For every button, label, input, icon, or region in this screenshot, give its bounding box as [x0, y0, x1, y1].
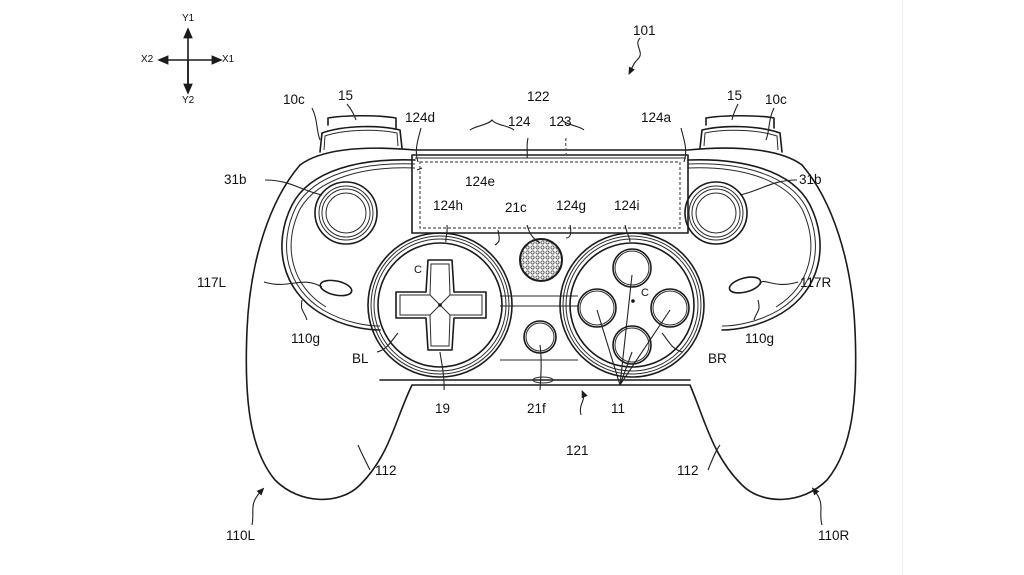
axis-indicator-icon — [157, 27, 223, 95]
label-c-left: C — [414, 264, 422, 276]
label-124: 124 — [508, 114, 531, 129]
label-31b-left: 31b — [224, 172, 247, 187]
label-124g: 124g — [556, 198, 587, 213]
label-21c: 21c — [505, 200, 527, 215]
label-112-right: 112 — [677, 463, 699, 478]
label-10c-right: 10c — [765, 92, 787, 107]
axis-label-y2: Y2 — [182, 95, 195, 106]
label-117L: 117L — [197, 275, 227, 290]
page-edge — [902, 0, 903, 575]
right-trigger-icon — [699, 114, 783, 153]
axis-label-x2: X2 — [141, 54, 154, 65]
controller-body-outline — [245, 147, 857, 501]
label-19: 19 — [435, 401, 451, 416]
center-plate — [379, 295, 691, 384]
label-124d: 124d — [405, 110, 436, 125]
label-110L: 110L — [226, 528, 256, 543]
label-123: 123 — [549, 114, 572, 129]
label-15-right: 15 — [727, 88, 743, 103]
label-101: 101 — [633, 23, 656, 38]
home-button-icon — [523, 320, 557, 354]
label-110R: 110R — [818, 528, 850, 543]
label-11: 11 — [611, 401, 626, 416]
label-122: 122 — [527, 89, 550, 104]
speaker-grille-icon — [519, 238, 563, 282]
right-grip-rim — [687, 158, 821, 331]
label-BL: BL — [352, 351, 369, 366]
label-124a: 124a — [641, 110, 672, 125]
label-124i: 124i — [614, 198, 640, 213]
right-light-icon — [728, 276, 762, 294]
right-analog-stick-icon — [684, 181, 748, 245]
dpad-icon — [395, 259, 487, 351]
left-grip-rim — [281, 158, 416, 331]
label-110g-left: 110g — [291, 331, 321, 346]
label-110g-right: 110g — [745, 331, 775, 346]
left-trigger-icon — [319, 114, 403, 153]
axis-label-x1: X1 — [222, 54, 235, 65]
label-BR: BR — [708, 351, 727, 366]
label-121: 121 — [566, 443, 589, 458]
left-button-base — [367, 232, 513, 378]
label-124h: 124h — [433, 198, 464, 213]
label-15-left: 15 — [338, 88, 354, 103]
touchpad — [411, 154, 689, 234]
label-124e: 124e — [465, 174, 496, 189]
face-buttons-icon — [577, 248, 690, 365]
label-117R: 117R — [800, 275, 832, 290]
right-button-base — [559, 232, 705, 378]
label-31b-right: 31b — [799, 172, 822, 187]
left-light-icon — [319, 279, 353, 297]
axis-label-y1: Y1 — [182, 13, 195, 24]
label-112-left: 112 — [375, 463, 397, 478]
label-21f: 21f — [527, 401, 546, 416]
label-c-right: C — [641, 287, 649, 299]
left-analog-stick-icon — [314, 181, 378, 245]
leader-lines — [251, 103, 823, 526]
label-10c-left: 10c — [283, 92, 305, 107]
